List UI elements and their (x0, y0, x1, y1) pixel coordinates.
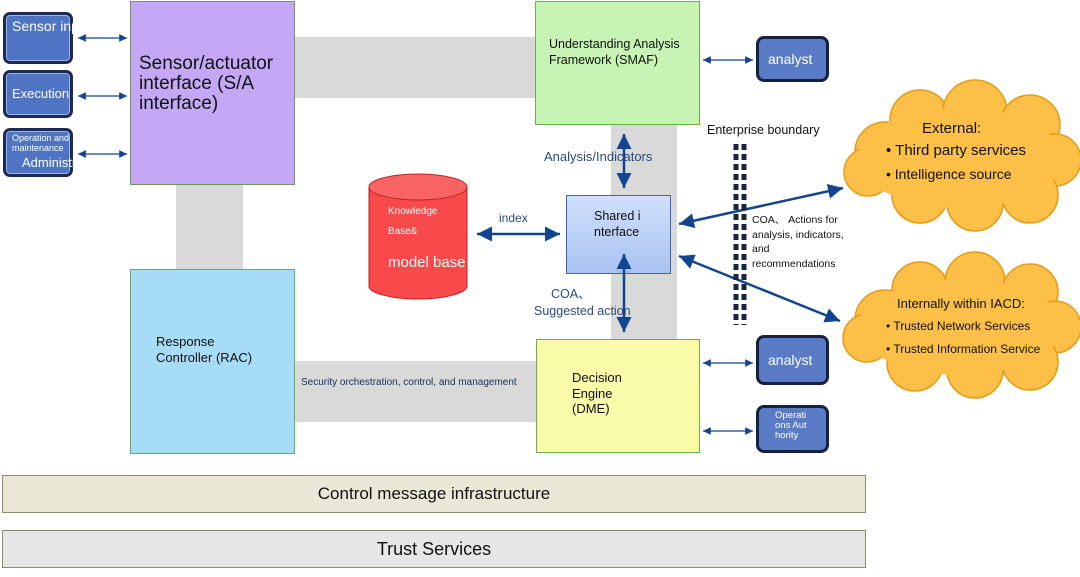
security-orchestration-label: Security orchestration, control, and man… (301, 377, 517, 388)
internal-item-1-label: Trusted Network Services (893, 319, 1031, 333)
analyst-top-label: analyst (768, 51, 813, 67)
external-item-2: • Intelligence source (886, 166, 1012, 182)
rac-label: Response Controller (RAC) (156, 334, 253, 365)
trust-services-bar: Trust Services (2, 530, 866, 568)
operation-label: Operation and maintenance (12, 133, 70, 153)
knowledge-base-line1: Knowledge (388, 206, 438, 217)
smaf-box: Understanding Analysis Framework (SMAF) (535, 1, 700, 125)
sensor-input-icon[interactable]: Sensor input (3, 12, 91, 64)
internal-item-1: • Trusted Network Services (886, 319, 1031, 333)
knowledge-base-line3: model base (388, 254, 466, 271)
sensor-input-label: Sensor input (12, 18, 91, 34)
knowledge-base-line2: Base& (388, 226, 418, 237)
analyst-bottom-button[interactable]: analyst (756, 335, 829, 385)
operations-authority-label: Operations Authority (775, 410, 807, 441)
external-item-2-label: Intelligence source (894, 166, 1012, 182)
external-item-1: • Third party services (886, 142, 1027, 159)
connector-sa-rac (176, 184, 243, 270)
external-item-1-label: Third party services (895, 142, 1027, 159)
execution-point-icon[interactable]: Execution point (3, 70, 101, 118)
index-label: index (499, 211, 528, 225)
administrator-label: Administrator (22, 155, 99, 170)
sa-interface-label: Sensor/actuator interface (S/A interface… (139, 53, 274, 114)
dme-box: Decision Engine (DME) (536, 339, 700, 453)
shared-interface-label: Shared interface (594, 209, 641, 239)
internal-title: Internally within IACD: (897, 296, 1025, 311)
coa-suggested-line1: COA、 (551, 287, 591, 301)
smaf-label: Understanding Analysis Framework (SMAF) (549, 37, 680, 67)
connector-sa-smaf (294, 37, 536, 98)
connector-rac-dme (294, 361, 536, 422)
coa-suggested-line2: Suggested action (534, 304, 631, 318)
administrator-icon[interactable]: Operation and maintenance Administrator (3, 128, 99, 177)
enterprise-boundary-label: Enterprise boundary (707, 123, 820, 137)
sa-interface-box: Sensor/actuator interface (S/A interface… (130, 1, 295, 185)
operations-authority-button[interactable]: Operations Authority (756, 405, 829, 453)
control-message-bar: Control message infrastructure (2, 475, 866, 513)
analyst-top-button[interactable]: analyst (756, 36, 829, 82)
enterprise-boundary-line (733, 144, 747, 325)
analyst-bottom-label: analyst (768, 352, 813, 368)
internal-item-2: • Trusted Information Service (886, 342, 1041, 356)
internal-item-2-label: Trusted Information Service (893, 342, 1041, 356)
external-title: External: (922, 120, 982, 137)
dme-label: Decision Engine (DME) (572, 370, 622, 416)
rac-box: Response Controller (RAC) (130, 269, 295, 454)
